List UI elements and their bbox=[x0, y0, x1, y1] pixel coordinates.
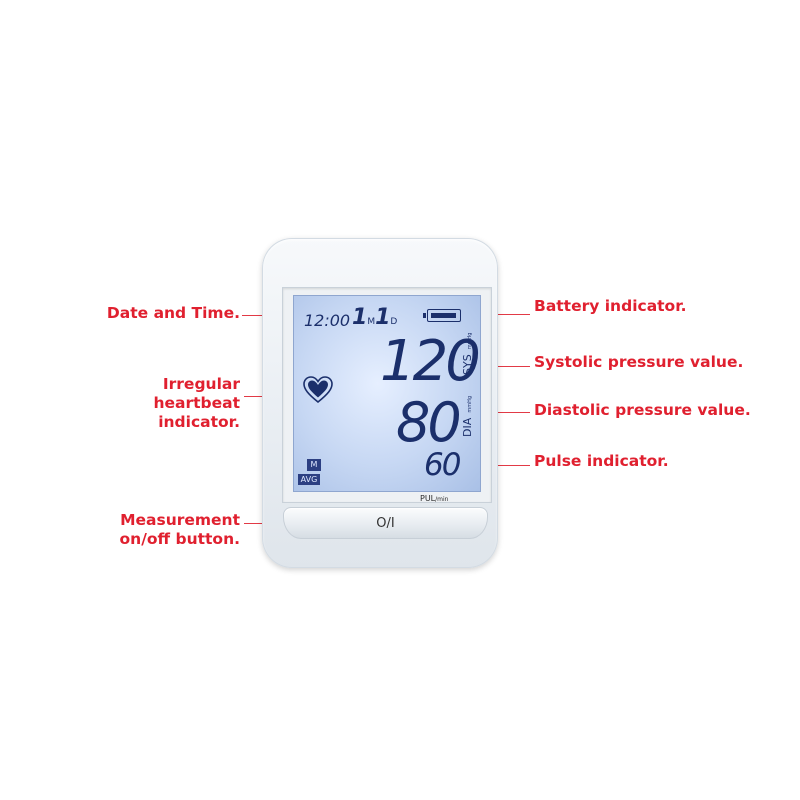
leader-systolic bbox=[470, 366, 530, 367]
pul-label-text: PUL bbox=[420, 494, 436, 503]
month-suffix: M bbox=[367, 317, 376, 327]
callout-date-time: Date and Time. bbox=[106, 304, 240, 322]
date-readout: 1M1D bbox=[352, 305, 397, 330]
callout-measurement-line1: Measurement bbox=[120, 511, 240, 529]
lcd-display bbox=[293, 295, 481, 492]
callout-measurement-line2: on/off button. bbox=[119, 530, 240, 548]
leader-battery bbox=[470, 314, 530, 315]
callout-irregular-heartbeat: Irregular heartbeat indicator. bbox=[130, 375, 240, 432]
power-button[interactable]: O/I bbox=[283, 507, 488, 539]
pulse-value: 60 bbox=[424, 447, 461, 483]
avg-tag: AVG bbox=[298, 474, 320, 485]
pul-unit: /min bbox=[435, 496, 449, 503]
callout-measurement-button: Measurement on/off button. bbox=[100, 511, 240, 549]
month-value: 1 bbox=[352, 305, 368, 330]
sys-label: SYS mmHg bbox=[456, 333, 475, 375]
leader-diastolic bbox=[470, 412, 530, 413]
systolic-value: 120 bbox=[380, 329, 481, 394]
sys-unit: mmHg bbox=[467, 332, 473, 350]
callout-irregular-line1: Irregular bbox=[162, 375, 240, 393]
time-readout: 12:00 bbox=[304, 311, 351, 330]
callout-irregular-line2: heartbeat bbox=[153, 394, 240, 412]
pul-label: PUL/min bbox=[420, 494, 448, 503]
callout-systolic: Systolic pressure value. bbox=[534, 353, 744, 371]
memory-tag: M bbox=[307, 459, 321, 471]
power-button-label: O/I bbox=[376, 516, 395, 531]
callout-diastolic: Diastolic pressure value. bbox=[534, 401, 751, 419]
callout-battery: Battery indicator. bbox=[534, 297, 687, 315]
leader-pulse bbox=[470, 465, 530, 466]
heart-icon bbox=[303, 376, 333, 404]
dia-label: DIA mmHg bbox=[456, 396, 475, 437]
diastolic-value: 80 bbox=[396, 391, 462, 454]
battery-icon bbox=[423, 309, 461, 322]
battery-level bbox=[431, 312, 456, 318]
day-value: 1 bbox=[375, 305, 391, 330]
callout-irregular-line3: indicator. bbox=[158, 413, 240, 431]
day-suffix: D bbox=[390, 317, 398, 327]
callout-pulse: Pulse indicator. bbox=[534, 452, 669, 470]
dia-unit: mmHg bbox=[467, 395, 473, 413]
dia-label-text: DIA bbox=[461, 417, 474, 437]
sys-label-text: SYS bbox=[461, 354, 474, 375]
